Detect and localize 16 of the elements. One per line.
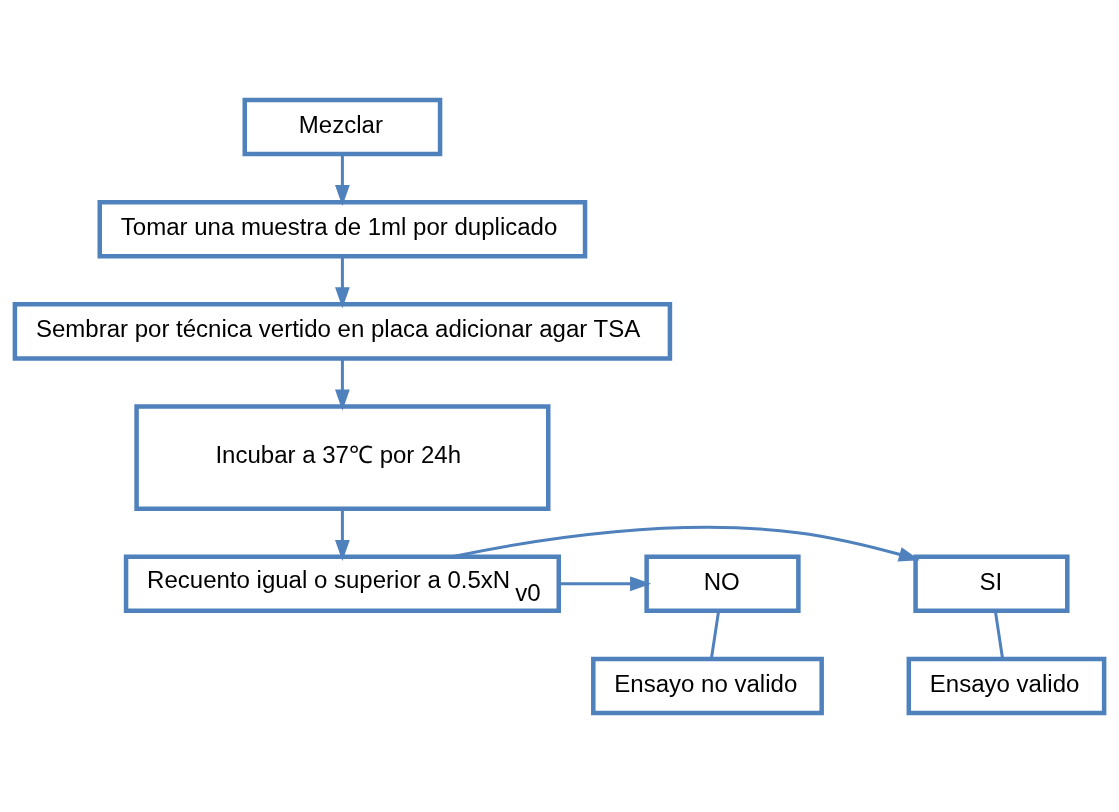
node-box: Tomar una muestra de 1ml por duplicado (97, 199, 588, 258)
node-box: Incubar a 37℃ por 24h (134, 403, 551, 511)
node-box: SI (913, 554, 1070, 613)
connector (993, 610, 1004, 658)
node-box: Sembrar por técnica vertido en placa adicionar agar TSA (12, 301, 673, 361)
arrow (335, 508, 350, 561)
arrow (559, 575, 652, 591)
connector (709, 610, 721, 658)
node-box: Mezclar (242, 97, 443, 156)
node-box: Ensayo no valido (591, 656, 824, 715)
arrow (451, 525, 920, 561)
node-box: NO (644, 554, 801, 613)
node-box: Ensayo valido (906, 656, 1107, 715)
arrow (335, 154, 350, 206)
arrow (335, 256, 350, 308)
arrow (335, 358, 350, 411)
